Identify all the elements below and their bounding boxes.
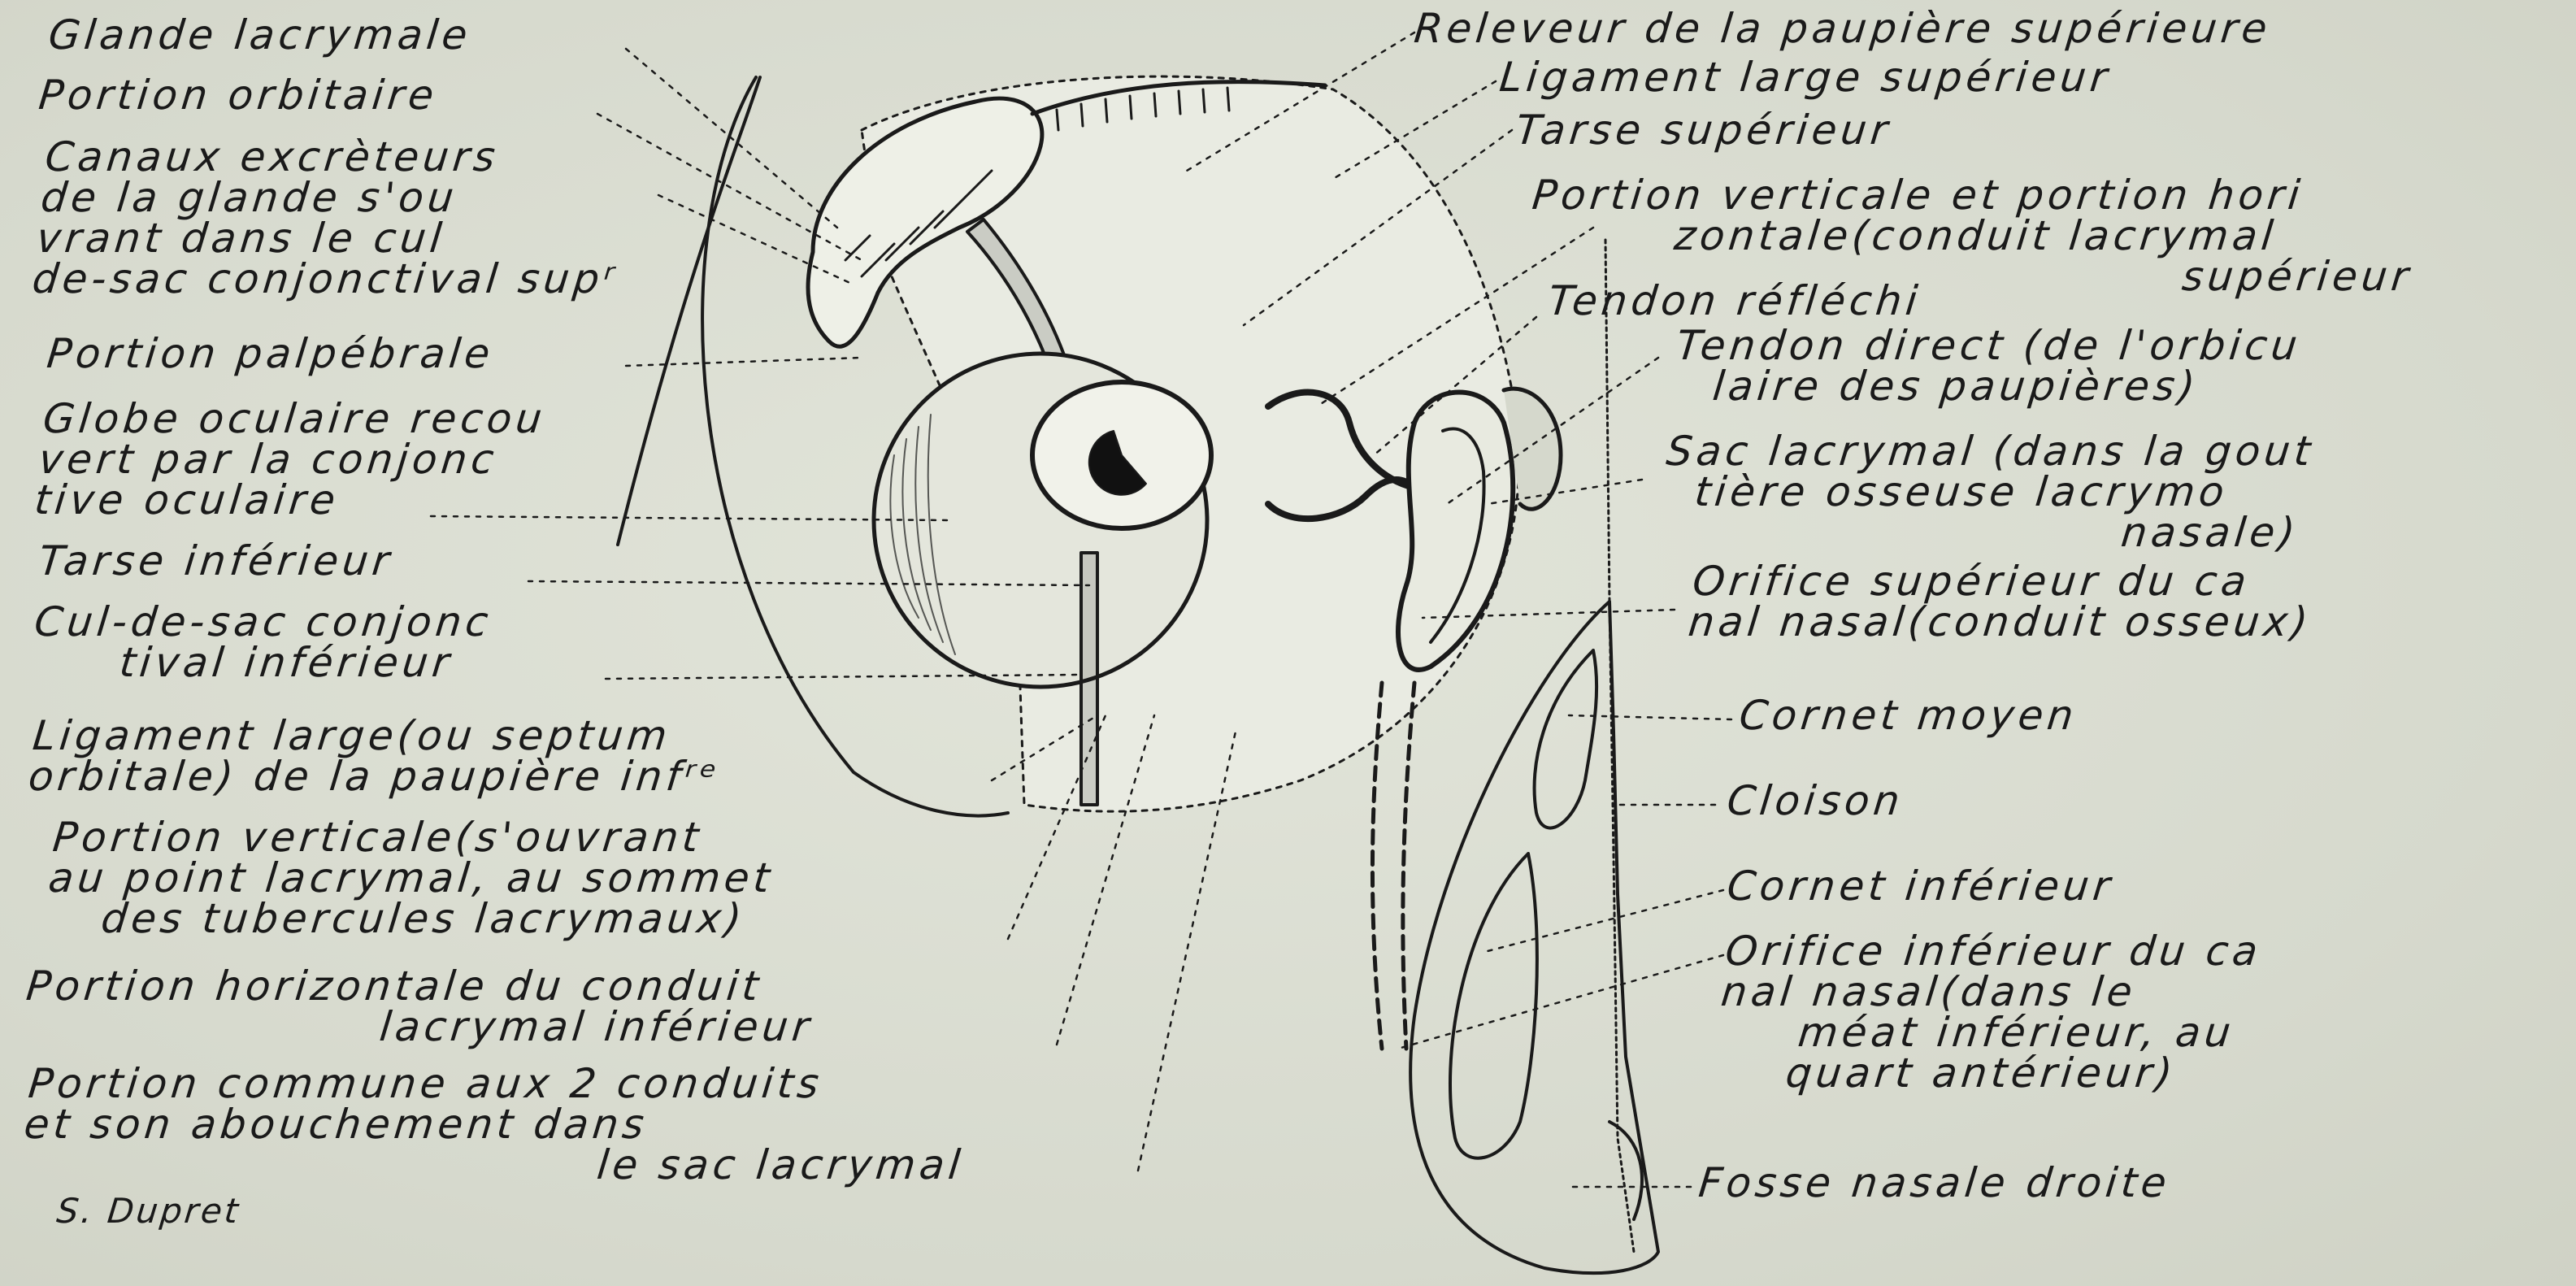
label-line: tival inférieur (28, 642, 490, 683)
label-portion-horizontale-inf: Portion horizontale du conduit lacrymal … (20, 966, 819, 1047)
label-line: et son abouchement dans (22, 1104, 970, 1145)
label-line: nal nasal(dans le (1719, 971, 2259, 1012)
label-line: Portion orbitaire (37, 75, 439, 115)
label-line: Ligament large(ou septum (31, 715, 727, 756)
label-cul-de-sac: Cul-de-sac conjonc tival inférieur (28, 602, 494, 683)
label-ligament-large-sup: Ligament large supérieur (1497, 57, 2113, 98)
label-line: Sac lacrymal (dans la gout (1665, 431, 2317, 471)
label-orifice-inferieur: Orifice inférieur du ca nal nasal(dans l… (1710, 931, 2263, 1093)
label-cornet-inferieur: Cornet inférieur (1725, 866, 2116, 906)
middle-turbinate (1535, 650, 1597, 828)
label-line: Portion palpébrale (45, 333, 496, 374)
label-line: au point lacrymal, au sommet (46, 858, 775, 898)
label-line: Portion verticale et portion hori (1531, 175, 2423, 215)
label-cloison: Cloison (1725, 780, 1905, 821)
label-line: méat inférieur, au (1715, 1012, 2255, 1053)
label-line: Orifice inférieur du ca (1723, 931, 2263, 971)
nasal-cavity-outline (1410, 602, 1658, 1273)
label-line: de la glande s'ou (39, 177, 628, 218)
label-releveur: Releveur de la paupière supérieure (1412, 8, 2273, 49)
label-line: tive oculaire (33, 480, 539, 520)
label-line: Fosse nasale droite (1696, 1162, 2172, 1203)
lower-tarsus (1081, 553, 1097, 805)
label-line: Tendon réfléchi (1546, 280, 1923, 321)
label-line: Orifice supérieur du ca (1691, 561, 2318, 602)
septum-bulge (1609, 1122, 1642, 1219)
label-ligament-large: Ligament large(ou septum orbitale) de la… (27, 715, 727, 797)
label-tendon-direct: Tendon direct (de l'orbicu laire des pau… (1670, 325, 2304, 406)
label-line: Portion verticale(s'ouvrant (51, 817, 780, 858)
label-line: tière osseuse lacrymo (1660, 471, 2312, 512)
label-tarse-inferieur: Tarse inférieur (37, 541, 395, 581)
label-portion-verticale-inf: Portion verticale(s'ouvrant au point lac… (42, 817, 780, 939)
label-line: vrant dans le cul (35, 218, 624, 259)
label-line: nal nasal(conduit osseux) (1687, 602, 2314, 642)
label-line: lacrymal inférieur (20, 1006, 815, 1047)
label-line: de-sac conjonctival supʳ (30, 259, 619, 299)
label-cornet-moyen: Cornet moyen (1737, 695, 2079, 736)
label-line: Globe oculaire recou (41, 398, 548, 439)
label-line: quart antérieur) (1710, 1053, 2250, 1093)
label-canaux-excreteurs: Canaux excrèteurs de la glande s'ou vran… (30, 137, 632, 299)
label-line: Cul-de-sac conjonc (33, 602, 494, 642)
label-line: orbitale) de la paupière infʳᵉ (27, 756, 723, 797)
label-line: Tarse inférieur (37, 541, 395, 581)
label-line: Portion commune aux 2 conduits (27, 1063, 975, 1104)
label-line: zontale(conduit lacrymal (1526, 215, 2418, 256)
label-tarse-superieur: Tarse supérieur (1514, 110, 1893, 150)
label-line: Portion horizontale du conduit (24, 966, 819, 1006)
label-line: nasale) (1656, 512, 2308, 553)
label-orifice-superieur: Orifice supérieur du ca nal nasal(condui… (1687, 561, 2318, 642)
label-portion-orbitaire: Portion orbitaire (37, 75, 439, 115)
label-line: Cornet inférieur (1725, 866, 2116, 906)
lacrimal-sac (1398, 393, 1513, 670)
label-line: Cloison (1725, 780, 1905, 821)
inferior-turbinate (1450, 854, 1537, 1158)
label-line: Releveur de la paupière supérieure (1412, 8, 2273, 49)
label-line: Cornet moyen (1737, 695, 2079, 736)
label-portion-commune: Portion commune aux 2 conduits et son ab… (18, 1063, 975, 1185)
signature-text: S. Dupret (54, 1191, 242, 1232)
label-tendon-reflechi: Tendon réfléchi (1546, 280, 1923, 321)
label-line: Ligament large supérieur (1497, 57, 2113, 98)
nasolacrimal-duct-right (1403, 683, 1414, 1049)
label-line: le sac lacrymal (18, 1145, 966, 1185)
label-line: Canaux excrèteurs (43, 137, 632, 177)
orbit-rim-upper (618, 77, 760, 545)
label-portion-palpebrale: Portion palpébrale (45, 333, 496, 374)
label-line: Tarse supérieur (1514, 110, 1893, 150)
label-line: des tubercules lacrymaux) (42, 898, 771, 939)
label-line: vert par la conjonc (37, 439, 543, 480)
label-fosse-nasale: Fosse nasale droite (1696, 1162, 2172, 1203)
label-line: Tendon direct (de l'orbicu (1675, 325, 2303, 366)
label-line: Glande lacrymale (46, 15, 473, 55)
label-line: laire des paupières) (1670, 366, 2299, 406)
artist-signature: S. Dupret (54, 1191, 242, 1232)
label-sac-lacrymal: Sac lacrymal (dans la gout tière osseuse… (1656, 431, 2316, 553)
label-globe-oculaire: Globe oculaire recou vert par la conjonc… (33, 398, 548, 520)
label-glande-lacrymale: Glande lacrymale (46, 15, 473, 55)
